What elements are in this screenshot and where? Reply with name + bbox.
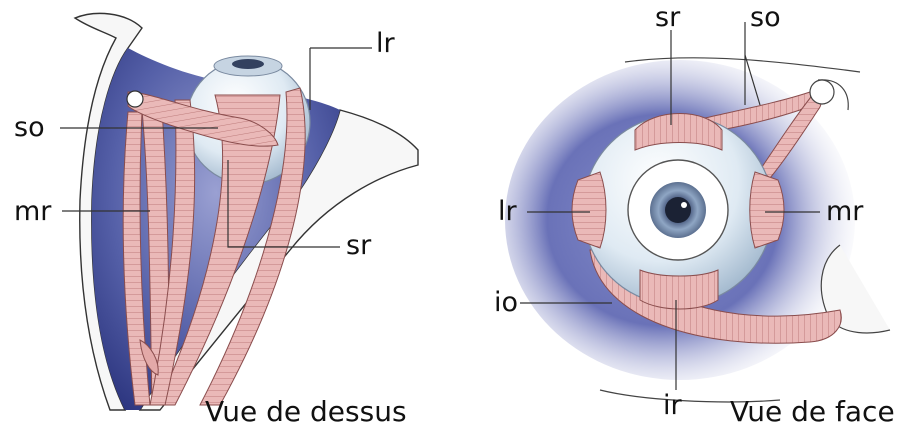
- label-superior-oblique-front: so: [750, 4, 781, 31]
- label-superior-rectus-top: sr: [346, 232, 371, 259]
- label-inferior-oblique-front: io: [494, 289, 518, 316]
- label-superior-rectus-front: sr: [655, 4, 680, 31]
- top-view-illustration: [60, 13, 418, 410]
- label-inferior-rectus-front: ir: [663, 392, 682, 419]
- label-lateral-rectus-top: lr: [376, 30, 395, 57]
- label-superior-oblique-top: so: [14, 114, 45, 141]
- label-lateral-rectus-front: lr: [498, 198, 517, 225]
- label-medial-rectus-top: mr: [14, 198, 51, 225]
- caption-top-view: Vue de dessus: [205, 398, 407, 426]
- label-medial-rectus-front: mr: [826, 198, 863, 225]
- caption-front-view: Vue de face: [730, 398, 895, 426]
